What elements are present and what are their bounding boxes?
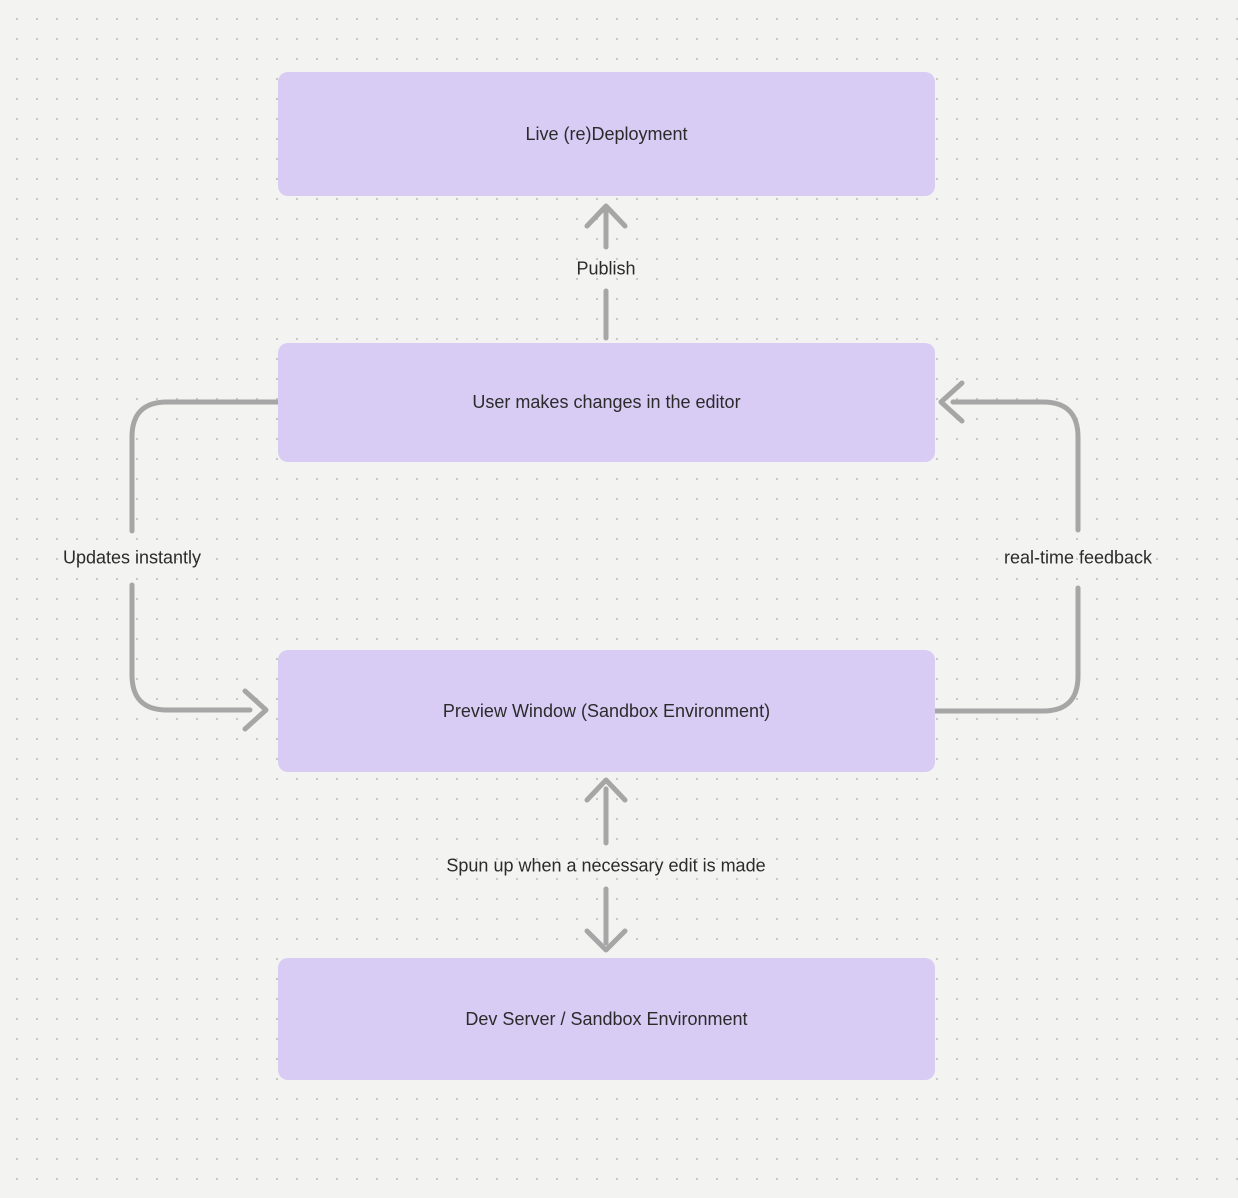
node-label: Live (re)Deployment [525, 123, 688, 144]
arrowhead-down-icon [584, 928, 628, 953]
arrow-publish[interactable] [584, 203, 628, 341]
edge-label-publish: Publish [576, 258, 636, 279]
arrow-spun-up[interactable] [584, 777, 628, 953]
node-live-redeployment[interactable]: Live (re)Deployment [278, 72, 935, 196]
node-label: Preview Window (Sandbox Environment) [442, 700, 771, 721]
arrowhead-up-icon [584, 777, 628, 803]
arrowhead-up-icon [584, 203, 628, 229]
node-preview-window[interactable]: Preview Window (Sandbox Environment) [278, 650, 935, 772]
edge-label-realtime-feedback: real-time feedback [1003, 547, 1153, 568]
edge-label-updates-instantly: Updates instantly [62, 547, 202, 568]
arrow-updates-instantly[interactable] [129, 399, 281, 732]
node-label: Dev Server / Sandbox Environment [465, 1008, 748, 1029]
arrowhead-left-icon [938, 380, 965, 424]
arrowhead-right-icon [242, 688, 269, 732]
node-label: User makes changes in the editor [472, 392, 741, 412]
node-dev-server[interactable]: Dev Server / Sandbox Environment [278, 958, 935, 1080]
arrow-realtime-feedback[interactable] [932, 380, 1081, 714]
node-editor-changes[interactable]: User makes changes in the editor [278, 343, 935, 462]
edge-label-spun-up: Spun up when a necessary edit is made [446, 855, 766, 876]
